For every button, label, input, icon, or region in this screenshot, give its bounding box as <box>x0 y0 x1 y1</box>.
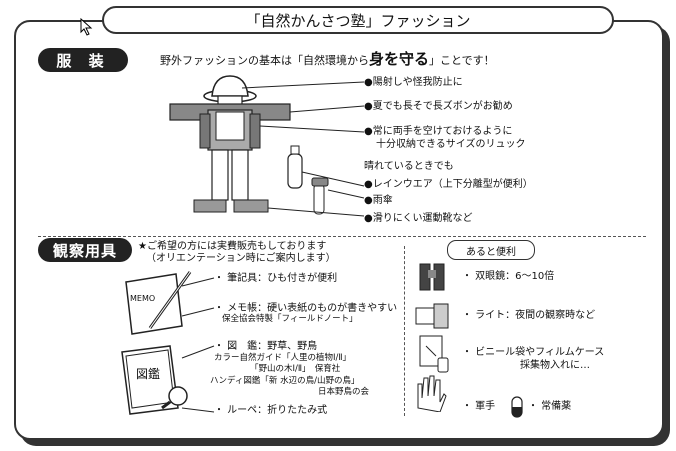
field-guide-book-illustration <box>121 345 188 415</box>
clothing-item-hat: ●陽射しや怪我防止に <box>364 77 463 88</box>
page-title: 「自然かんさつ塾」ファッション <box>102 6 614 34</box>
clothing-item-umbrella: ●雨傘 <box>364 195 393 206</box>
extras-item-binoculars: ・ 双眼鏡：6〜10倍 <box>462 271 555 282</box>
tools-note-line2: （オリエンテーション時にご案内します） <box>146 253 336 264</box>
section-divider <box>38 236 646 237</box>
memo-label: MEMO <box>130 294 156 303</box>
clothing-item-raingear: ●レインウエア（上下分離型が便利） <box>364 179 533 190</box>
tools-section-label: 観察用具 <box>38 238 132 262</box>
clothing-item-sunny-note: 晴れているときでも <box>364 161 454 172</box>
tools-item-pen: ・ 筆記具：ひも付きが便利 <box>214 273 338 284</box>
clothing-section-label: 服 装 <box>38 48 128 72</box>
tools-item-guide-detail4: 日本野鳥の会 <box>318 387 370 397</box>
mouse-cursor-icon <box>80 18 93 36</box>
clothing-intro: 野外ファッションの基本は「自然環境から身を守る」ことです！ <box>160 50 495 68</box>
extras-item-medicine: ・ 常備薬 <box>528 401 572 412</box>
tools-item-guide-detail3: ハンディ図鑑「新 水辺の鳥/山野の鳥」 <box>210 376 360 386</box>
tools-item-loupe: ・ ルーペ：折りたたみ式 <box>214 405 328 416</box>
person-outfit-illustration <box>169 75 365 217</box>
content-frame <box>14 20 664 440</box>
tools-note-line1: ★ご希望の方には実費販売もしております <box>138 241 327 252</box>
field-guide-label: 図鑑 <box>136 367 161 381</box>
tools-item-notepad: ・ メモ帳：硬い表紙のものが書きやすい <box>214 303 398 314</box>
tools-item-notepad-detail: 保全協会特製「フィールドノート」 <box>222 314 358 324</box>
extras-item-light: ・ ライト：夜間の観察時など <box>462 310 596 321</box>
extras-item-bags-detail: 採集物入れに… <box>520 360 590 371</box>
tools-pointer-lines <box>181 277 215 413</box>
medicine-capsule-icon <box>511 396 523 418</box>
extras-item-bags: ・ ビニール袋やフィルムケース <box>462 347 605 358</box>
tools-item-guide-detail2: 「野山の木Ⅰ/Ⅱ」 保育社 <box>250 364 341 374</box>
memo-pad-illustration <box>125 271 192 335</box>
clothing-item-shoes: ●滑りにくい運動靴など <box>364 213 473 224</box>
extras-section-label: あると便利 <box>447 240 535 260</box>
extras-item-gloves: ・ 軍手 <box>462 401 496 412</box>
clothing-item-backpack-detail: 十分収納できるサイズのリュック <box>376 139 526 150</box>
tools-item-guide: ・ 図 鑑：野草、野鳥 <box>214 341 318 352</box>
tools-item-guide-detail1: カラー自然ガイド「人里の植物Ⅰ/Ⅱ」 <box>214 353 352 363</box>
column-divider <box>404 246 405 416</box>
clothing-item-long-sleeves: ●夏でも長そで長ズボンがお勧め <box>364 101 513 112</box>
clothing-item-backpack: ●常に両手を空けておけるように <box>364 126 513 137</box>
extras-icons <box>415 263 449 412</box>
